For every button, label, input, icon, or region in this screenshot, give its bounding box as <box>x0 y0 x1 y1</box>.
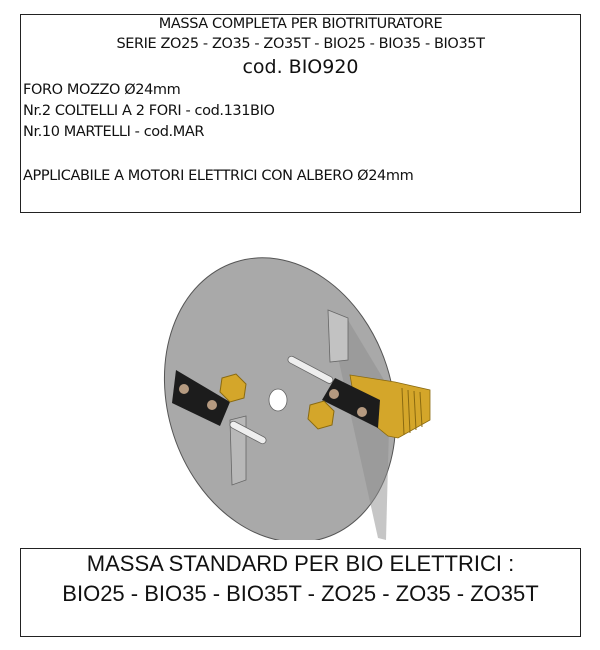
hammers <box>349 374 431 439</box>
info-box: MASSA COMPLETA PER BIOTRITURATORE SERIE … <box>20 14 581 213</box>
compatibility-box: MASSA STANDARD PER BIO ELETTRICI : BIO25… <box>20 548 581 637</box>
nuts <box>219 373 335 430</box>
product-series: SERIE ZO25 - ZO35 - ZO35T - BIO25 - BIO3… <box>116 36 485 52</box>
spec-hammers: Nr.10 MARTELLI - cod.MAR <box>23 124 205 140</box>
spec-hub-hole: FORO MOZZO Ø24mm <box>23 82 181 98</box>
disc <box>163 257 397 540</box>
spec-knives: Nr.2 COLTELLI A 2 FORI - cod.131BIO <box>23 103 275 119</box>
compatibility-heading: MASSA STANDARD PER BIO ELETTRICI : <box>86 551 515 576</box>
blade-left <box>172 370 230 426</box>
product-title: MASSA COMPLETA PER BIOTRITURATORE <box>158 16 443 32</box>
spec-applicability: APPLICABILE A MOTORI ELETTRICI CON ALBER… <box>23 168 414 184</box>
compatibility-models: BIO25 - BIO35 - BIO35T - ZO25 - ZO35 - Z… <box>62 581 539 606</box>
rotor-disc-illustration <box>163 257 431 540</box>
product-code: cod. BIO920 <box>242 56 359 78</box>
blade-right <box>322 378 380 428</box>
